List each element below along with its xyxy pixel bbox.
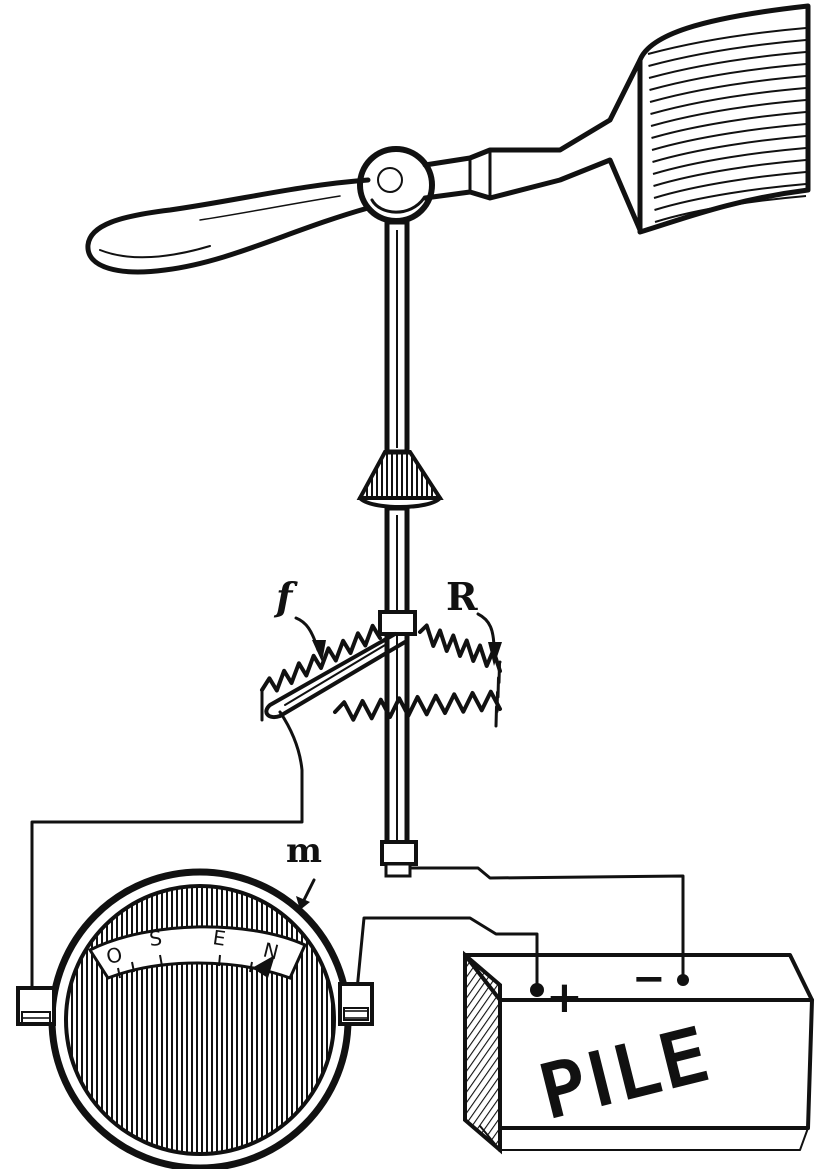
contact-arm — [264, 632, 407, 719]
label-r: R — [446, 574, 478, 619]
plus-sign: + — [546, 972, 583, 1023]
scale-s: S — [148, 926, 163, 951]
meter-needle — [252, 955, 275, 978]
vane-fin — [637, 3, 811, 235]
minus-sign: − — [632, 956, 666, 1002]
shaft-collar — [378, 610, 417, 636]
counterweight — [85, 177, 371, 275]
vertical-shaft — [384, 219, 410, 846]
resistance-coil — [260, 623, 502, 728]
wires — [30, 710, 685, 992]
battery-terminal-negative — [677, 974, 689, 986]
shaft-cone — [356, 450, 444, 509]
label-f: f — [273, 574, 298, 619]
meter-terminal-left — [16, 986, 56, 1026]
scale-n: N — [261, 938, 281, 965]
meter: O S E N — [16, 868, 374, 1169]
pile-label: PILE — [532, 1011, 721, 1135]
meter-terminal-right — [338, 982, 374, 1026]
pivot-ball — [357, 146, 435, 224]
battery-terminal-positive — [530, 983, 544, 997]
battery: + − PILE — [463, 950, 814, 1155]
scale-e: E — [211, 925, 227, 951]
label-m: m — [286, 831, 322, 871]
scale-o: O — [104, 942, 124, 969]
shaft-nut — [380, 840, 418, 878]
vane-arm — [422, 57, 643, 233]
